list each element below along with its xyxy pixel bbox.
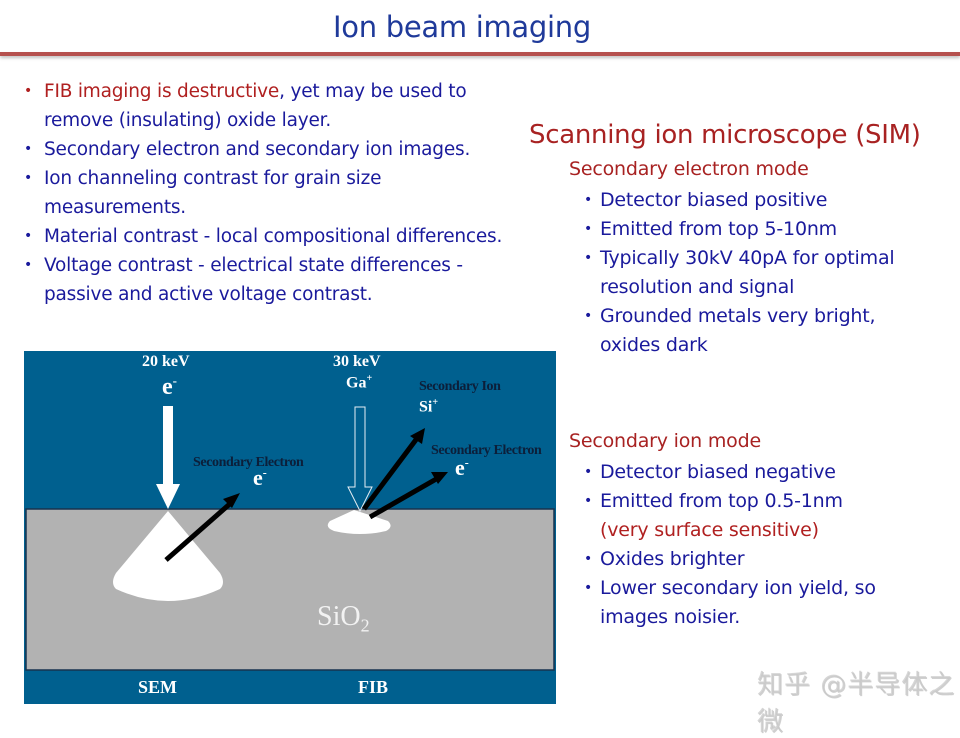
sem-label: SEM (138, 677, 178, 697)
watermark: 知乎 @半导体之微 (757, 670, 956, 737)
fib-secondary-electron-label: Secondary Electron (431, 443, 542, 458)
bullet-text: Emitted from top 5-10nm (600, 218, 837, 240)
bullet-icon: • (584, 221, 593, 237)
sem-secondary-arrow (164, 500, 234, 562)
fib-label: FIB (358, 677, 389, 697)
bullet-item: • Detector biased positive (584, 186, 944, 215)
bullet-text: Emitted from top 0.5-1nm (600, 490, 843, 512)
fib-secondary-ion-arrow (362, 435, 420, 511)
fib-secondary-ion-label: Secondary Ion (419, 379, 501, 394)
substrate-label: SiO2 (317, 601, 370, 636)
sem-particle-label: e- (162, 373, 177, 400)
sim-heading: Scanning ion microscope (SIM) (529, 120, 921, 150)
bullet-text: Grounded metals very bright, oxides dark (600, 305, 876, 356)
bullet-text: Lower secondary ion yield, so images noi… (600, 577, 876, 628)
sem-beam-shaft (163, 406, 173, 486)
bullet-item: • Grounded metals very bright, oxides dar… (584, 302, 900, 360)
diagram-graphics (25, 406, 555, 671)
bullet-text: Secondary electron and secondary ion ima… (44, 139, 471, 160)
bullet-icon: • (584, 580, 593, 596)
substrate-layer (25, 508, 555, 671)
bullet-item: • FIB imaging is destructive, yet may be … (24, 77, 514, 135)
sem-fib-diagram: 20 keV e- Secondary Electron e- 30 keV G… (24, 351, 556, 704)
sem-secondary-particle: e- (253, 465, 267, 490)
bullet-icon: • (584, 250, 593, 266)
si-mode-list: • Detector biased negative • Emitted from … (584, 458, 944, 632)
bullet-icon: • (584, 493, 593, 509)
fib-beam-outline (347, 406, 373, 513)
bullet-text: Material contrast - local compositional … (44, 226, 503, 247)
fib-energy-label: 30 keV (333, 353, 381, 370)
bullet-icon: • (24, 228, 33, 244)
se-mode-list: • Detector biased positive • Emitted from … (584, 186, 944, 360)
bullet-icon: • (584, 308, 593, 324)
fib-particle-label: Ga+ (346, 373, 373, 392)
bullet-item: • Emitted from top 5-10nm (584, 215, 944, 244)
fib-secondary-electron-particle: e- (455, 455, 469, 480)
bullet-item: • Voltage contrast - electrical state dif… (24, 251, 514, 309)
bullet-item: • Typically 30kV 40pA for optimal resolut… (584, 244, 920, 302)
left-bullet-list: • FIB imaging is destructive, yet may be … (24, 77, 514, 309)
fib-secondary-ion-particle: Si+ (419, 397, 439, 416)
fib-interaction-volume (327, 510, 391, 534)
bullet-item: • Ion channeling contrast for grain size … (24, 164, 514, 222)
bullet-icon: • (24, 257, 33, 273)
si-mode-heading: Secondary ion mode (569, 430, 761, 452)
title-divider (0, 52, 960, 56)
bullet-icon: • (24, 83, 33, 99)
sem-beam-head (156, 484, 180, 509)
bullet-item: • Oxides brighter (584, 545, 944, 574)
sem-secondary-electron-label: Secondary Electron (193, 455, 304, 470)
bullet-red-text: FIB imaging is destructive (44, 81, 280, 102)
bullet-text: Oxides brighter (600, 548, 745, 570)
bullet-item: • Material contrast - local compositional… (24, 222, 514, 251)
bullet-text: Detector biased negative (600, 461, 836, 483)
bullet-text: Ion channeling contrast for grain size m… (44, 168, 382, 218)
bullet-icon: • (584, 551, 593, 567)
bullet-item: • Lower secondary ion yield, so images no… (584, 574, 900, 632)
bullet-text: Typically 30kV 40pA for optimal resoluti… (600, 247, 895, 298)
bullet-item: • Emitted from top 0.5-1nm (very surface s… (584, 487, 944, 545)
bullet-text: Detector biased positive (600, 189, 828, 211)
bullet-text: Voltage contrast - electrical state diff… (44, 255, 463, 305)
bullet-icon: • (584, 192, 593, 208)
bullet-icon: • (584, 464, 593, 480)
bullet-text: , yet may be used to remove (insulating)… (44, 81, 467, 131)
bullet-red-note: (very surface sensitive) (600, 519, 819, 541)
sem-energy-label: 20 keV (142, 353, 190, 370)
se-mode-heading: Secondary electron mode (569, 158, 809, 180)
bullet-icon: • (24, 170, 33, 186)
bullet-item: • Detector biased negative (584, 458, 944, 487)
slide-title: Ion beam imaging (333, 10, 591, 44)
bullet-item: • Secondary electron and secondary ion im… (24, 135, 514, 164)
bullet-icon: • (24, 141, 33, 157)
fib-secondary-electron-arrow (368, 475, 440, 520)
